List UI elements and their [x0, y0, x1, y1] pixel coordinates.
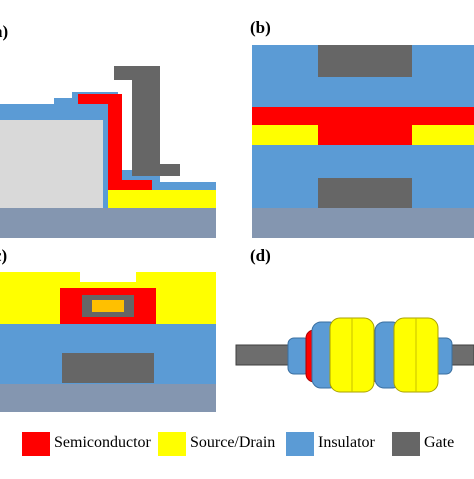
legend-swatch-source-drain	[158, 432, 186, 456]
panel-c-label: c)	[0, 246, 8, 265]
panel-b-label: (b)	[250, 18, 271, 37]
legend-label-semiconductor: Semiconductor	[54, 434, 151, 451]
legend-swatch-insulator	[286, 432, 314, 456]
legend-label-insulator: Insulator	[318, 434, 375, 451]
panel-c	[0, 272, 216, 412]
panel-b-source-left	[252, 125, 318, 145]
legend-label-source-drain: Source/Drain	[190, 434, 276, 451]
panel-a-label: a)	[0, 22, 9, 41]
panel-b-gate-bottom	[318, 178, 412, 208]
panel-c-substrate	[0, 384, 216, 412]
panel-a-light-block	[0, 120, 103, 208]
panel-b-substrate	[252, 208, 474, 238]
panel-b	[252, 45, 474, 238]
legend-swatch-gate	[392, 432, 420, 456]
panel-b-semiconductor	[252, 107, 474, 125]
panel-c-core	[92, 300, 124, 312]
panel-c-gate-bottom	[62, 353, 154, 383]
panel-a	[0, 66, 216, 238]
legend-label-gate: Gate	[424, 434, 455, 451]
panel-a-semiconductor	[78, 94, 152, 190]
legend-swatch-semiconductor	[22, 432, 50, 456]
panel-d-label: (d)	[250, 246, 271, 265]
panel-b-channel-mid	[318, 125, 412, 145]
panel-a-source-drain	[108, 190, 216, 208]
panel-b-drain-right	[412, 125, 474, 145]
panel-a-gate	[114, 66, 180, 176]
panel-a-substrate	[0, 208, 216, 238]
panel-d	[235, 317, 474, 393]
panel-b-gate-top	[318, 45, 412, 77]
